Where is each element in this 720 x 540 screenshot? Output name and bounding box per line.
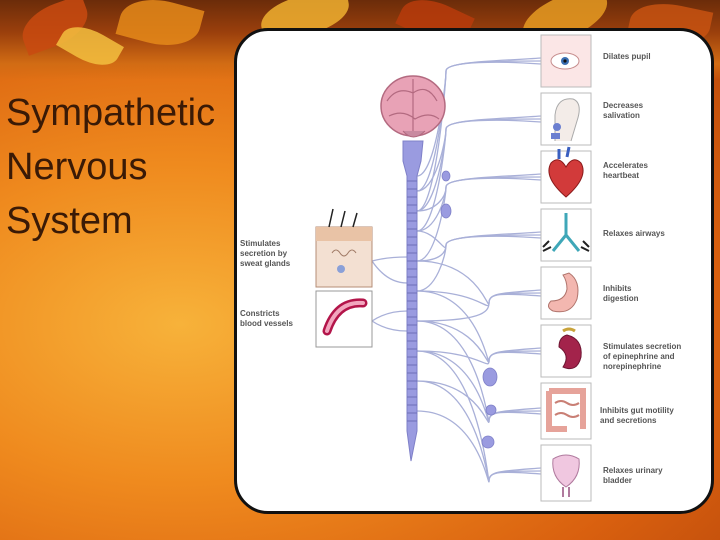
- sweat-gland-icon: [315, 208, 373, 288]
- nerve-fibre: [416, 350, 542, 365]
- nerve-fibre: [416, 350, 542, 423]
- ganglion-node: [440, 203, 452, 219]
- stomach-icon: [540, 266, 592, 320]
- right-organ-tiles: [540, 34, 592, 502]
- bladder-icon: [540, 444, 592, 502]
- nerve-fibre: [416, 260, 542, 305]
- salivary-gland-icon: [540, 92, 592, 146]
- nerve-fibre: [416, 293, 542, 322]
- blood-vessel-icon: [315, 290, 373, 348]
- nerve-fibre: [416, 380, 542, 423]
- nerve-fibre: [416, 230, 542, 248]
- spinal-cord: [402, 140, 424, 462]
- lungs-icon: [540, 208, 592, 262]
- eye-icon: [540, 34, 592, 88]
- title-line: Nervous: [6, 146, 148, 188]
- nerve-fibre: [416, 119, 542, 232]
- nerve-fibre: [416, 235, 542, 292]
- heart-icon: [540, 146, 592, 204]
- ganglion-chain: [440, 170, 498, 449]
- effect-label: Dilates pupil: [603, 52, 651, 61]
- ganglion-node: [481, 435, 495, 449]
- nerve-fibre: [416, 350, 542, 482]
- nerve-fibre: [416, 177, 542, 262]
- ganglion-node: [485, 404, 497, 416]
- title-line: Sympathetic: [6, 92, 216, 134]
- nerve-fibre: [371, 260, 408, 284]
- nerve-fibres: [371, 57, 542, 483]
- intestine-icon: [540, 382, 592, 440]
- ganglion-node: [441, 170, 451, 182]
- effect-label: Relaxes airways: [603, 229, 665, 238]
- adrenal-kidney-icon: [540, 324, 592, 378]
- brain-icon: [380, 75, 446, 138]
- nerve-fibre: [416, 61, 542, 212]
- nerve-fibre: [416, 410, 542, 483]
- nerve-fibre: [371, 320, 408, 332]
- nerve-fibre: [371, 256, 408, 262]
- title-line: System: [6, 200, 133, 242]
- nerve-fibre: [371, 310, 408, 322]
- slide-title: Sympathetic Nervous System: [6, 86, 236, 248]
- nerve-fibre: [416, 173, 542, 212]
- ganglion-node: [482, 367, 498, 387]
